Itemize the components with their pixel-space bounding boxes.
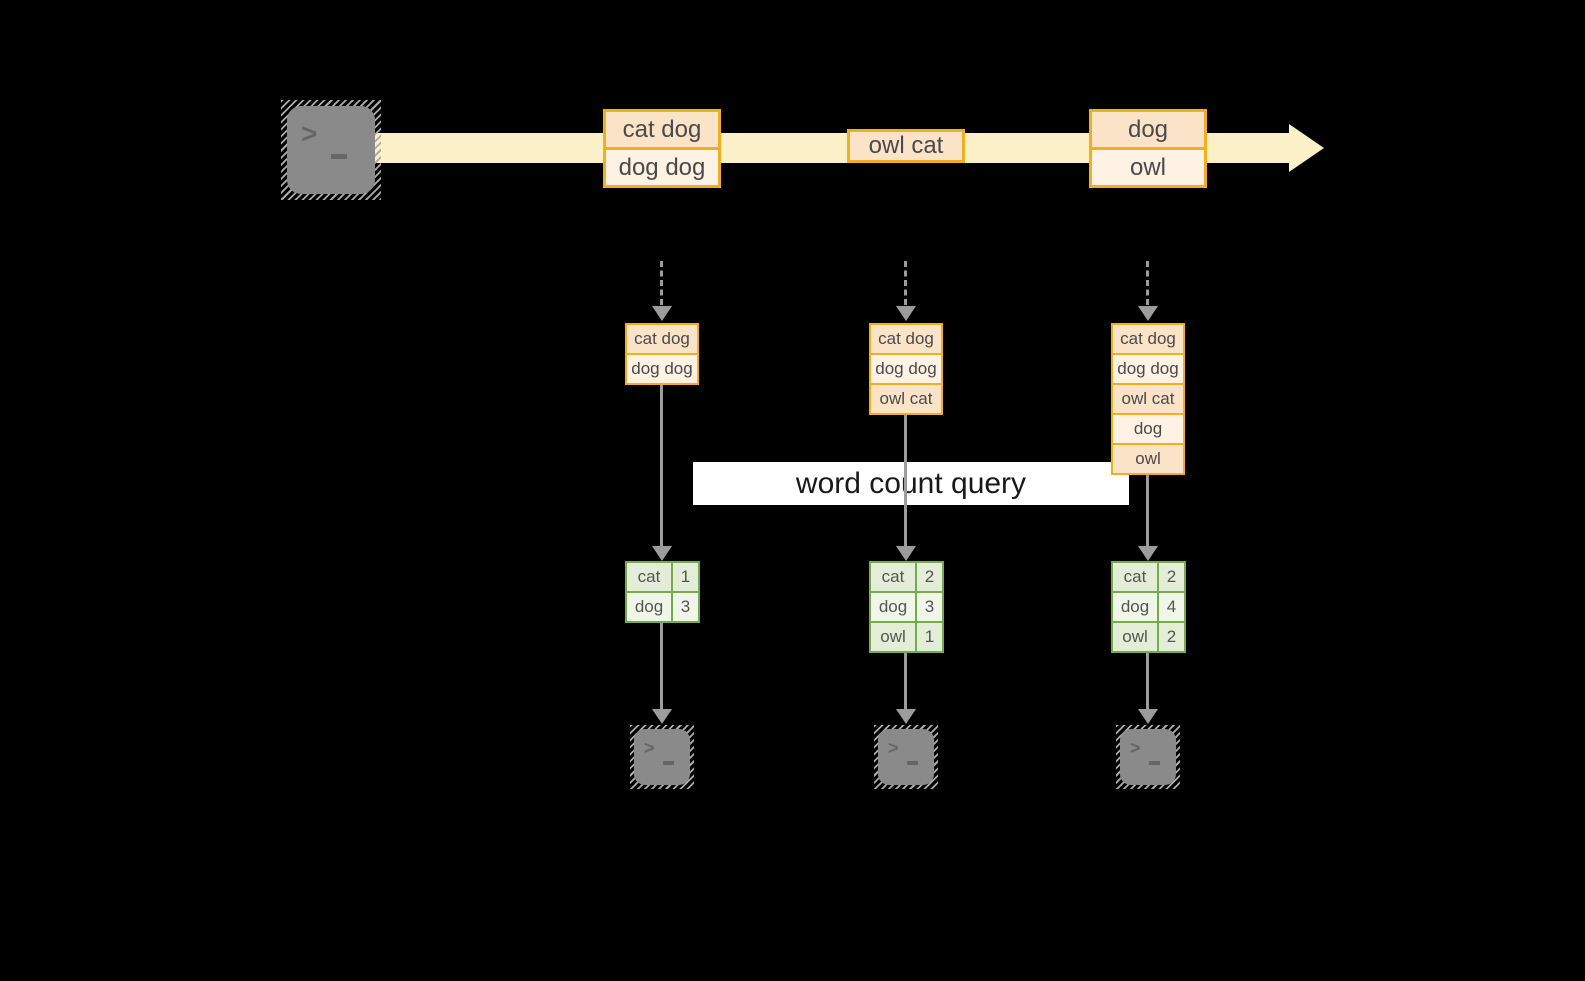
- word-cell: dog: [627, 593, 671, 621]
- dashed-arrow-line: [1146, 261, 1149, 305]
- terminal-icon: >: [874, 725, 938, 789]
- event-row: dog dog: [606, 150, 718, 185]
- state-row: dog dog: [871, 355, 941, 383]
- state-row: cat dog: [627, 325, 697, 353]
- terminal-screen: >: [878, 729, 934, 785]
- count-cell: 1: [917, 623, 942, 651]
- state-row: dog dog: [1113, 355, 1183, 383]
- dashed-arrow-line: [660, 261, 663, 305]
- event-row: dog: [1092, 112, 1204, 147]
- terminal-screen: >: [287, 106, 375, 194]
- word-count-table-2: cat 2 dog 3 owl 1: [869, 561, 944, 653]
- connector-arrow-head: [1138, 709, 1158, 724]
- prompt-chevron-icon: >: [301, 118, 318, 149]
- count-cell: 3: [673, 593, 698, 621]
- word-cell: cat: [627, 563, 671, 591]
- state-row: owl cat: [1113, 385, 1183, 413]
- terminal-icon: >: [281, 100, 381, 200]
- count-cell: 2: [917, 563, 942, 591]
- connector-line: [660, 623, 663, 711]
- count-row: dog 3: [627, 593, 698, 621]
- terminal-icon: >: [630, 725, 694, 789]
- count-row: owl 2: [1113, 623, 1184, 651]
- count-row: dog 4: [1113, 593, 1184, 621]
- count-row: dog 3: [871, 593, 942, 621]
- terminal-screen: >: [634, 729, 690, 785]
- prompt-underscore-icon: [907, 761, 918, 765]
- stream-arrow-head: [1289, 124, 1324, 172]
- state-row: cat dog: [871, 325, 941, 353]
- connector-line: [1146, 475, 1149, 548]
- count-row: owl 1: [871, 623, 942, 651]
- connector-arrow-head: [896, 709, 916, 724]
- stream-event-box-3: dog owl: [1089, 109, 1207, 188]
- count-cell: 2: [1159, 623, 1184, 651]
- word-cell: cat: [1113, 563, 1157, 591]
- state-row: dog dog: [627, 355, 697, 383]
- accumulated-state-box-3: cat dog dog dog owl cat dog owl: [1111, 323, 1185, 475]
- word-cell: owl: [1113, 623, 1157, 651]
- connector-arrow-head: [1138, 546, 1158, 561]
- word-cell: owl: [871, 623, 915, 651]
- prompt-chevron-icon: >: [644, 738, 655, 758]
- connector-line: [1146, 653, 1149, 711]
- count-row: cat 1: [627, 563, 698, 591]
- terminal-icon: >: [1116, 725, 1180, 789]
- word-count-table-1: cat 1 dog 3: [625, 561, 700, 623]
- connector-arrow-head: [896, 546, 916, 561]
- dashed-arrow-head: [1138, 306, 1158, 321]
- accumulated-state-box-2: cat dog dog dog owl cat: [869, 323, 943, 415]
- dashed-arrow-head: [896, 306, 916, 321]
- dashed-arrow-head: [652, 306, 672, 321]
- count-cell: 4: [1159, 593, 1184, 621]
- prompt-chevron-icon: >: [1130, 738, 1141, 758]
- state-row: owl: [1113, 445, 1183, 473]
- connector-arrow-head: [652, 709, 672, 724]
- count-row: cat 2: [1113, 563, 1184, 591]
- prompt-underscore-icon: [1149, 761, 1160, 765]
- event-row: owl cat: [850, 132, 962, 160]
- state-row: owl cat: [871, 385, 941, 413]
- connector-arrow-head: [652, 546, 672, 561]
- prompt-chevron-icon: >: [888, 738, 899, 758]
- count-cell: 2: [1159, 563, 1184, 591]
- stream-event-box-1: cat dog dog dog: [603, 109, 721, 188]
- accumulated-state-box-1: cat dog dog dog: [625, 323, 699, 385]
- prompt-underscore-icon: [663, 761, 674, 765]
- count-row: cat 2: [871, 563, 942, 591]
- query-label: word count query: [693, 462, 1129, 505]
- dashed-arrow-line: [904, 261, 907, 305]
- connector-line: [904, 653, 907, 711]
- connector-line: [904, 415, 907, 548]
- word-cell: dog: [1113, 593, 1157, 621]
- connector-line: [660, 385, 663, 548]
- state-row: dog: [1113, 415, 1183, 443]
- event-row: cat dog: [606, 112, 718, 147]
- state-row: cat dog: [1113, 325, 1183, 353]
- word-count-table-3: cat 2 dog 4 owl 2: [1111, 561, 1186, 653]
- count-cell: 3: [917, 593, 942, 621]
- event-row: owl: [1092, 150, 1204, 185]
- word-cell: dog: [871, 593, 915, 621]
- terminal-screen: >: [1120, 729, 1176, 785]
- count-cell: 1: [673, 563, 698, 591]
- stream-event-box-2: owl cat: [847, 129, 965, 163]
- prompt-underscore-icon: [331, 154, 347, 159]
- word-cell: cat: [871, 563, 915, 591]
